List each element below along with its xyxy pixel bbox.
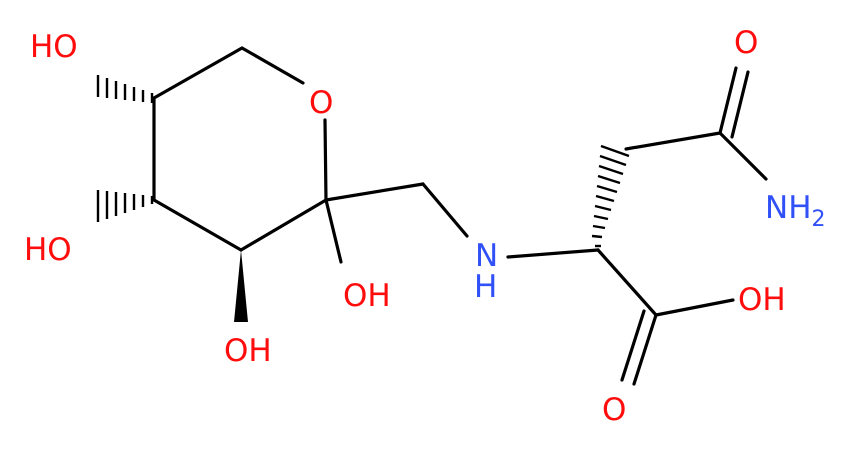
label-oh-bottom: OH <box>224 333 272 369</box>
bond-cooh-o-b <box>620 309 646 382</box>
hash-wedge-ca-ch2 <box>591 144 630 248</box>
bond-cooh-o-a <box>632 313 658 386</box>
label-oh-c2: OH <box>343 278 391 314</box>
label-ho-left: HO <box>24 232 72 268</box>
bond-c3-c2 <box>239 198 328 252</box>
label-n: N <box>475 238 498 274</box>
bond-o-ring-c2 <box>323 118 328 202</box>
bond-c2-oh <box>324 198 343 264</box>
label-o-amide: O <box>734 25 758 61</box>
bond-ch2-n <box>421 182 469 238</box>
ring-bonds <box>152 46 768 386</box>
label-nh2-nh: NH <box>765 190 812 226</box>
bond-c4-c3 <box>152 198 243 252</box>
label-n-h: H <box>474 269 497 305</box>
bond-amide-o-b <box>730 70 750 139</box>
bond-c6-c5 <box>152 46 244 100</box>
label-o-ring: O <box>309 85 333 121</box>
bond-ch2b-amide <box>624 131 722 151</box>
hash-wedge-c4-oh <box>96 190 154 222</box>
bond-c2-ch2 <box>324 182 425 202</box>
hash-wedge-c5-oh <box>96 75 154 103</box>
solid-wedge-c3-oh <box>234 250 248 322</box>
bond-n-ca <box>506 248 600 259</box>
label-oh-acid: OH <box>738 282 786 318</box>
label-o-acid: O <box>602 392 626 428</box>
bond-amide-o-a <box>718 66 738 135</box>
bond-ca-cooh <box>596 248 658 317</box>
label-nh2-sub: 2 <box>812 207 826 232</box>
label-nh2: NH2 <box>765 190 826 232</box>
bond-c6-o-ring <box>240 46 305 85</box>
bond-amide-nh2 <box>718 131 768 181</box>
label-ho-top: HO <box>30 29 78 65</box>
bond-cooh-oh <box>654 298 735 317</box>
